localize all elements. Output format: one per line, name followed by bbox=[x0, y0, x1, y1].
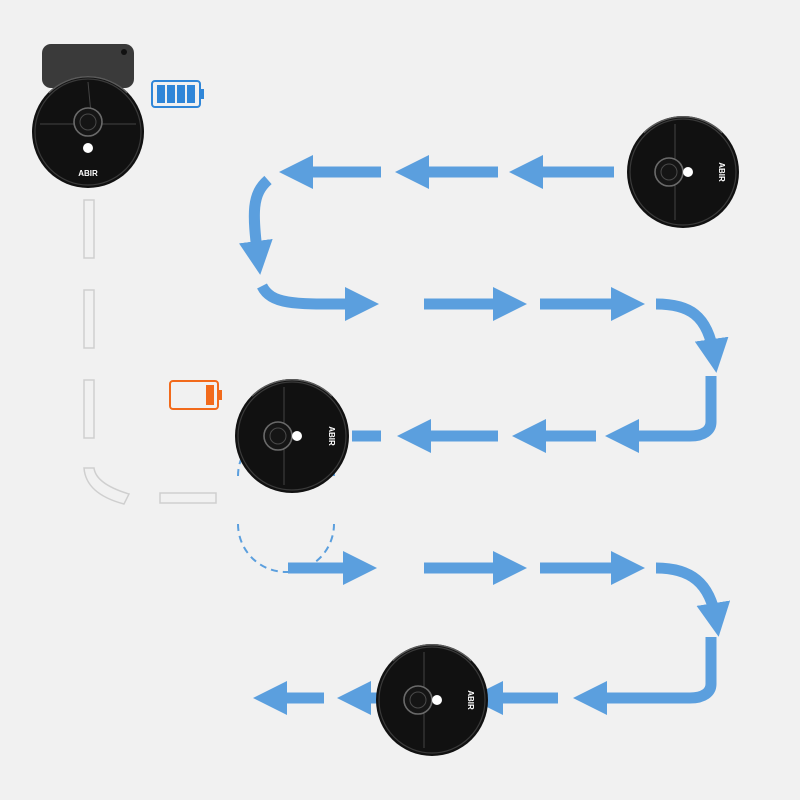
robot-brand-label: ABIR bbox=[717, 162, 726, 182]
route-arrow bbox=[655, 298, 729, 373]
robot-vacuum-icon: ABIR bbox=[627, 116, 739, 228]
robot-vacuum-icon: ABIR bbox=[235, 379, 349, 493]
battery-full-icon bbox=[151, 80, 204, 108]
route-arrow bbox=[238, 175, 273, 275]
charging-dock-icon bbox=[42, 44, 134, 88]
robot-brand-label: ABIR bbox=[466, 690, 475, 710]
route-arrows bbox=[238, 155, 731, 715]
robot-vacuum-icon: ABIR bbox=[32, 76, 144, 188]
robot-brand-label: ABIR bbox=[327, 426, 336, 446]
return-path bbox=[83, 199, 217, 505]
route-arrow bbox=[573, 637, 717, 715]
route-arrow bbox=[655, 562, 731, 637]
route-arrow bbox=[605, 376, 717, 453]
robot-brand-label: ABIR bbox=[78, 169, 98, 178]
route-arrow bbox=[257, 283, 379, 322]
battery-low-icon bbox=[169, 380, 222, 410]
robots: ABIR ABIR ABIR ABIR bbox=[32, 76, 739, 756]
robot-vacuum-icon: ABIR bbox=[376, 644, 488, 756]
